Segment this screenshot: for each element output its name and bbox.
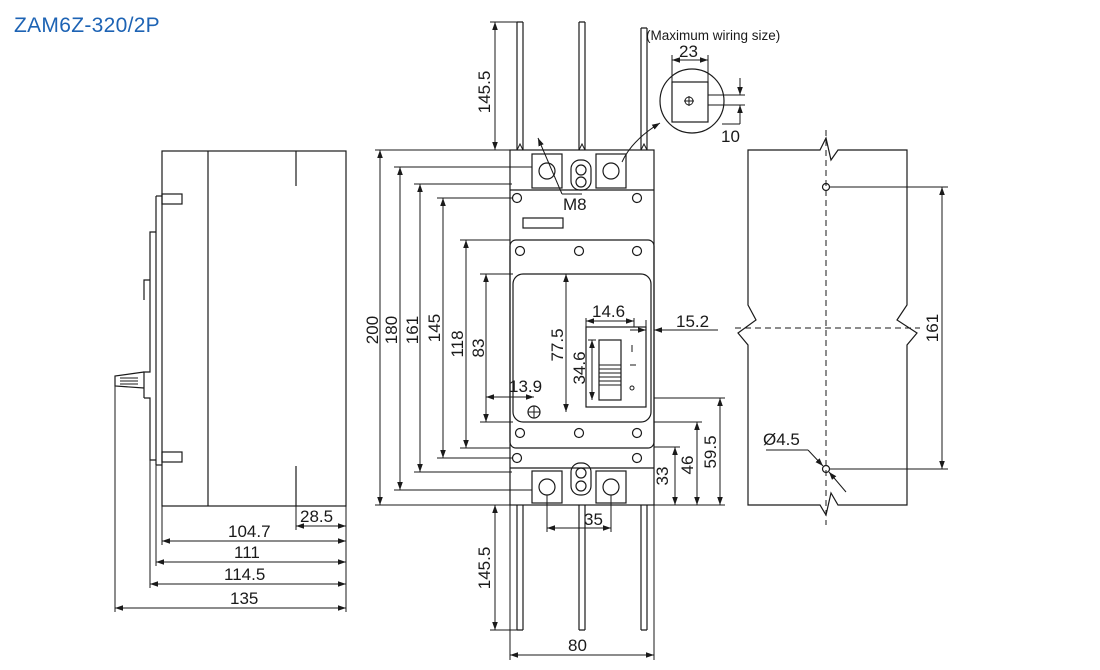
dim-80: 80 [568,636,587,655]
dim-145-5-bottom: 145.5 [475,547,494,590]
dim-33: 33 [653,467,672,486]
dim-83: 83 [469,339,488,358]
dim-135: 135 [230,589,258,608]
dim-161: 161 [403,316,422,344]
dim-10: 10 [721,127,740,146]
dim-35: 35 [584,510,603,529]
wiring-detail: (Maximum wiring size) 23 10 [646,28,780,146]
front-view: 200 180 161 145 118 83 77.5 34.6 14.6 [363,21,725,660]
dim-118: 118 [448,330,467,357]
side-body [161,150,347,507]
dim-161-right: 161 [923,314,942,342]
drawing-title: ZAM6Z-320/2P [14,14,160,37]
operating-handle [114,371,145,389]
handle-window [585,326,647,408]
dim-114-5: 114.5 [224,565,265,584]
dim-34-6: 34.6 [570,351,589,384]
side-view: 28.5 104.7 111 114.5 135 [114,150,347,612]
dim-59-5: 59.5 [701,435,720,468]
dim-hole-diameter: Ø4.5 [763,430,800,449]
dim-145-5-top: 145.5 [475,71,494,114]
dim-14-6: 14.6 [592,302,625,321]
dim-15-2: 15.2 [676,312,709,331]
dim-28-5: 28.5 [300,507,333,526]
dim-145: 145 [425,314,444,342]
dim-111: 111 [234,543,260,562]
dim-46: 46 [678,456,697,475]
dim-m8: M8 [563,195,587,214]
mounting-view: 161 Ø4.5 [735,130,948,525]
dim-104-7: 104.7 [228,522,271,541]
dim-13-9: 13.9 [509,377,542,396]
dim-23: 23 [679,42,698,61]
dim-77-5: 77.5 [548,328,567,361]
dim-180: 180 [382,316,401,344]
dim-200: 200 [363,316,382,344]
wiring-note: (Maximum wiring size) [646,28,780,43]
